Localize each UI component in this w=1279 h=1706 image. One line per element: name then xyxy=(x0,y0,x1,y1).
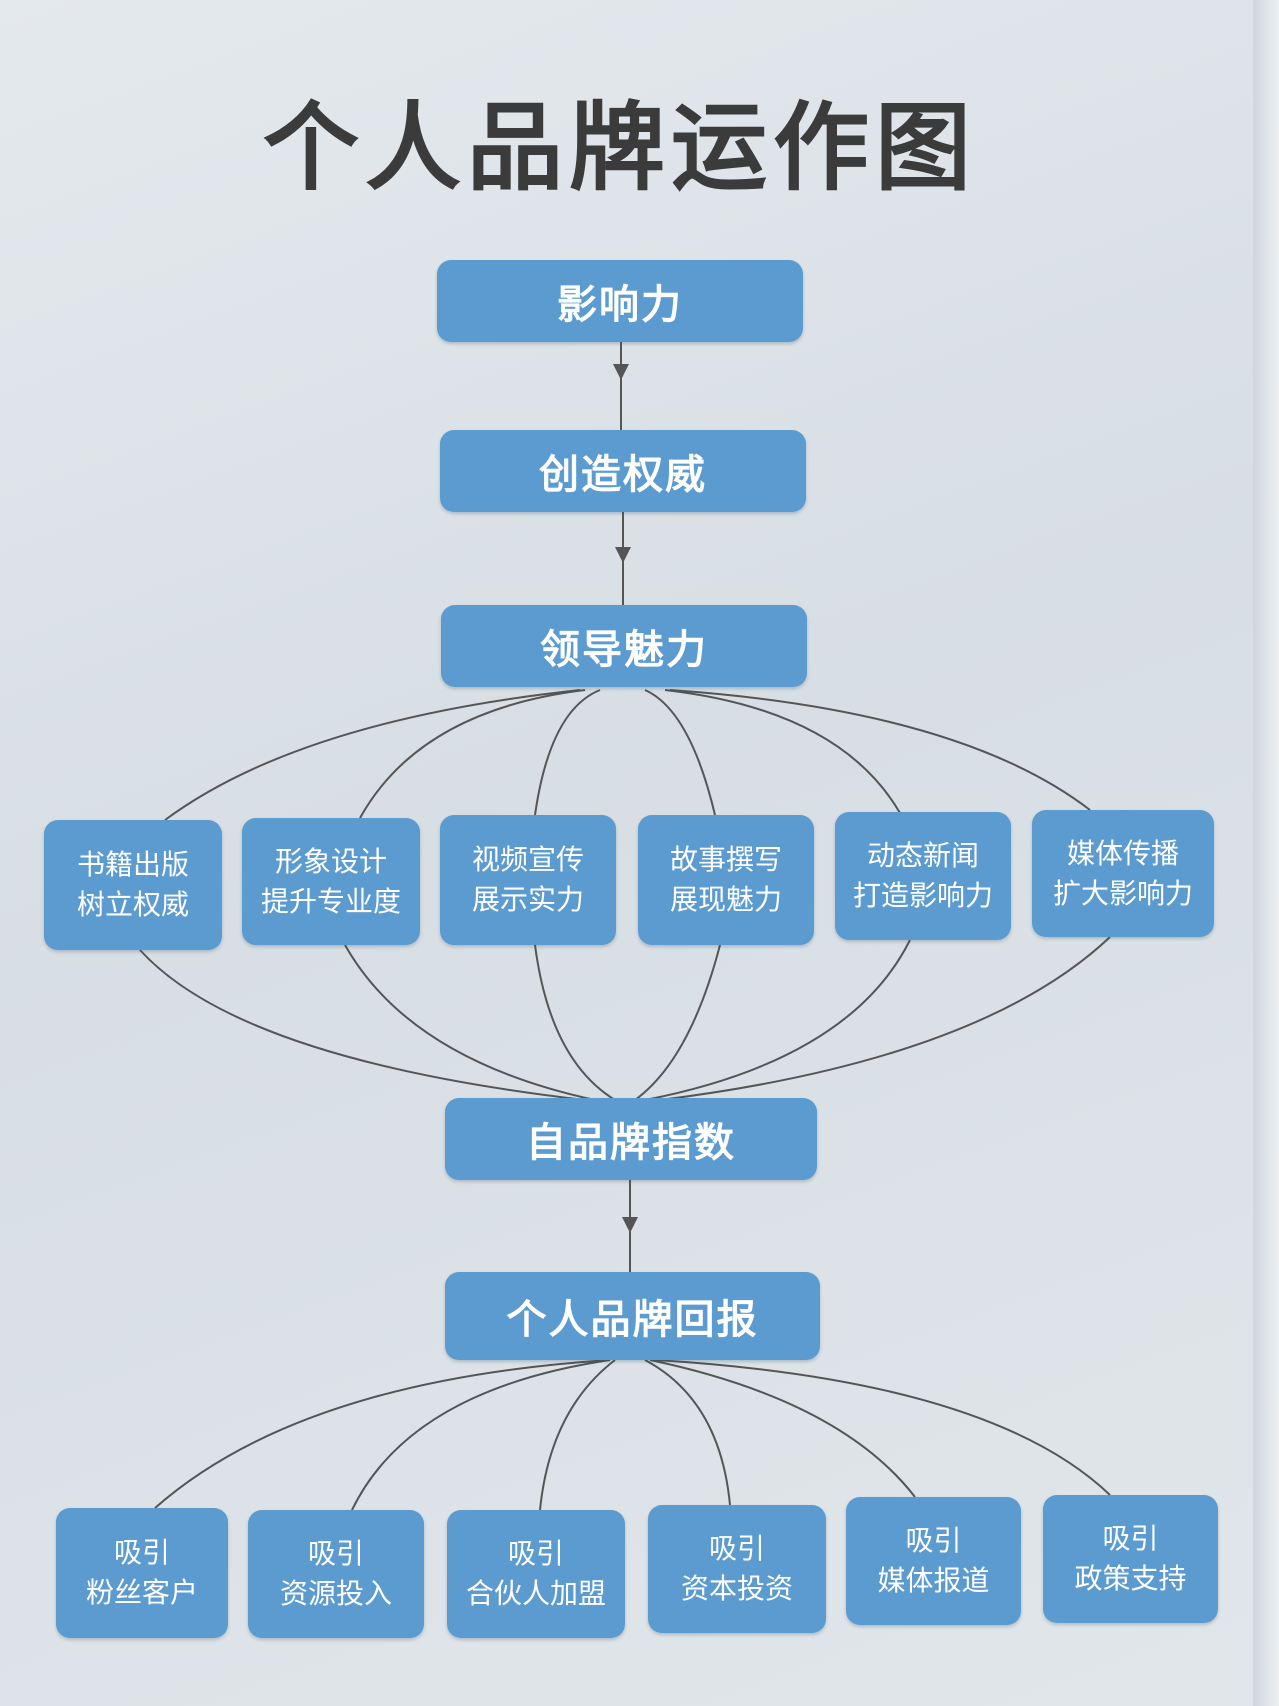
arc-up-2 xyxy=(359,689,586,819)
method-news-updates: 动态新闻 打造影响力 xyxy=(835,812,1011,940)
arc-up-3 xyxy=(534,689,601,816)
method-line1: 动态新闻 xyxy=(866,839,979,872)
reward-partners-join: 吸引 合伙人加盟 xyxy=(447,1510,625,1638)
reward-capital-investment: 吸引 资本投资 xyxy=(648,1505,826,1633)
arc-down-2 xyxy=(344,944,596,1101)
arc-reward-1 xyxy=(154,1359,611,1509)
arc-up-1 xyxy=(164,689,581,821)
arc-down-5 xyxy=(644,939,911,1101)
method-line2: 打造影响力 xyxy=(852,879,993,912)
arc-up-6 xyxy=(669,689,1091,811)
reward-line1: 吸引 xyxy=(1102,1522,1159,1555)
arc-down-4 xyxy=(634,944,721,1101)
reward-line1: 吸引 xyxy=(905,1524,962,1557)
reward-line2: 粉丝客户 xyxy=(85,1576,198,1609)
method-line1: 媒体传播 xyxy=(1066,836,1179,870)
node-brand-returns: 个人品牌回报 xyxy=(445,1272,820,1360)
arc-reward-2 xyxy=(351,1359,611,1511)
reward-line1: 吸引 xyxy=(113,1536,170,1569)
reward-policy-support: 吸引 政策支持 xyxy=(1043,1495,1218,1623)
method-image-design: 形象设计 提升专业度 xyxy=(242,818,420,945)
reward-line1: 吸引 xyxy=(507,1537,564,1570)
method-line2: 展现魅力 xyxy=(669,883,782,916)
reward-resource-investment: 吸引 资源投入 xyxy=(248,1510,424,1638)
arc-reward-4 xyxy=(644,1359,731,1506)
method-book-publishing: 书籍出版 树立权威 xyxy=(44,820,222,950)
arc-up-4 xyxy=(644,689,716,816)
reward-line2: 政策支持 xyxy=(1074,1562,1187,1595)
method-line1: 视频宣传 xyxy=(471,843,584,876)
node-influence: 影响力 xyxy=(437,260,803,342)
method-media-spread: 媒体传播 扩大影响力 xyxy=(1032,810,1214,937)
method-line1: 故事撰写 xyxy=(669,843,782,876)
method-line2: 展示实力 xyxy=(471,883,584,916)
method-story-writing: 故事撰写 展现魅力 xyxy=(638,815,814,945)
arc-down-6 xyxy=(659,936,1111,1101)
reward-line2: 资本投资 xyxy=(680,1572,793,1605)
arc-reward-5 xyxy=(649,1359,916,1498)
node-leadership-charisma: 领导魅力 xyxy=(441,605,807,687)
reward-line2: 合伙人加盟 xyxy=(465,1577,606,1610)
method-line1: 书籍出版 xyxy=(76,848,189,881)
reward-line1: 吸引 xyxy=(708,1532,765,1565)
reward-line2: 资源投入 xyxy=(279,1577,392,1610)
arc-reward-3 xyxy=(539,1359,616,1511)
method-line2: 提升专业度 xyxy=(260,884,401,918)
method-line1: 形象设计 xyxy=(274,844,387,878)
page-title: 个人品牌运作图 xyxy=(263,91,977,204)
reward-media-coverage: 吸引 媒体报道 xyxy=(846,1497,1021,1625)
reward-line2: 媒体报道 xyxy=(877,1564,990,1597)
arc-down-3 xyxy=(534,944,616,1101)
paper-edge xyxy=(1253,0,1279,1706)
reward-line1: 吸引 xyxy=(307,1537,364,1570)
method-video-promotion: 视频宣传 展示实力 xyxy=(440,815,616,945)
method-line2: 树立权威 xyxy=(76,888,189,921)
node-self-brand-index: 自品牌指数 xyxy=(445,1098,817,1180)
arc-up-5 xyxy=(664,689,901,814)
node-create-authority: 创造权威 xyxy=(440,430,806,512)
arc-reward-6 xyxy=(654,1359,1111,1496)
reward-fans-customers: 吸引 粉丝客户 xyxy=(56,1508,228,1638)
arc-down-1 xyxy=(139,949,586,1101)
method-line2: 扩大影响力 xyxy=(1052,876,1193,910)
